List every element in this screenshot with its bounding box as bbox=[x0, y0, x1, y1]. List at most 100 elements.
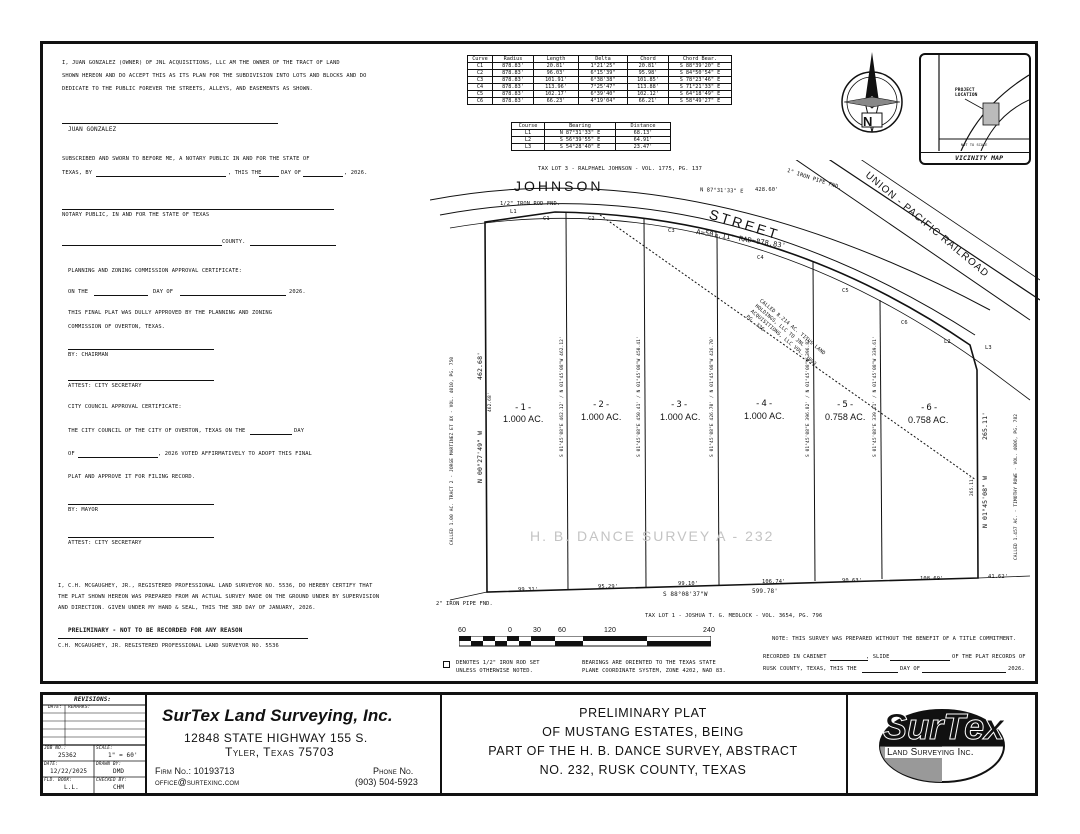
north-label: N bbox=[863, 114, 873, 129]
table-cell: 6°15'39" bbox=[578, 69, 628, 77]
table-cell: S 78°23'46" E bbox=[668, 76, 732, 84]
plat-drawing bbox=[430, 160, 1040, 601]
sworn-day-line bbox=[259, 176, 279, 177]
legend-text-2: UNLESS OTHERWISE NOTED. bbox=[456, 668, 533, 674]
phone-number[interactable]: (903) 504-5923 bbox=[355, 777, 418, 787]
vicinity-map: PROJECT LOCATION NOT TO SCALE VICINITY M… bbox=[919, 53, 1031, 165]
planning-title: PLANNING AND ZONING COMMISSION APPROVAL … bbox=[68, 268, 242, 274]
table-cell: 102.17' bbox=[533, 90, 579, 98]
table-cell: L3 bbox=[511, 143, 545, 151]
planning-day-of: DAY OF bbox=[153, 289, 174, 295]
table-cell: 6°39'40" bbox=[578, 90, 628, 98]
scale-label: 30 bbox=[533, 627, 541, 634]
curve-table-header-cell: Chord bbox=[627, 55, 669, 63]
mayor-signature-line bbox=[68, 504, 214, 505]
surveyor-line-2: THE PLAT SHOWN HEREON WAS PREPARED FROM … bbox=[58, 594, 380, 600]
plat-title-line-3: PART OF THE H. B. DANCE SURVEY, ABSTRACT bbox=[488, 744, 798, 758]
lot-2-number: -2- bbox=[592, 400, 612, 410]
vicinity-map-drawing bbox=[938, 55, 1029, 151]
table-cell: 23.47' bbox=[615, 143, 671, 151]
owner-line-1: I, JUAN GONZALEZ (OWNER) OF JNL ACQUISIT… bbox=[62, 60, 340, 66]
line-table-header-cell: Bearing bbox=[544, 122, 616, 130]
line-table-header-cell: Course bbox=[511, 122, 545, 130]
owner-signature-name: JUAN GONZALEZ bbox=[68, 126, 117, 133]
table-cell: 6°38'38" bbox=[578, 76, 628, 84]
checked-by-label: CHECKED BY: bbox=[96, 778, 127, 783]
council-line-3: PLAT AND APPROVE IT FOR FILING RECORD. bbox=[68, 474, 196, 480]
table-cell: 1°21'25" bbox=[578, 62, 628, 70]
slide-line bbox=[890, 660, 950, 661]
divider-label: S 01°45'08"E 426.70' / N 01°45'08"W 426.… bbox=[710, 336, 715, 457]
slide-label: , SLIDE bbox=[866, 654, 890, 660]
surveyor-signature: C.H. MCGAUGHEY, JR. REGISTERED PROFESSIO… bbox=[58, 643, 279, 649]
table-cell: 96.03' bbox=[533, 69, 579, 77]
company-email[interactable]: office@surtexinc.com bbox=[155, 777, 240, 787]
planning-attest-line bbox=[68, 380, 214, 381]
council-title: CITY COUNCIL APPROVAL CERTIFICATE: bbox=[68, 404, 182, 410]
table-cell: 20.81' bbox=[627, 62, 669, 70]
sworn-by-line bbox=[96, 176, 226, 177]
table-cell: L1 bbox=[511, 129, 545, 137]
surveyor-line-1: I, C.H. MCGAUGHEY, JR., REGISTERED PROFE… bbox=[58, 583, 373, 589]
plat-title-line-2: OF MUSTANG ESTATES, BEING bbox=[542, 725, 744, 739]
lot-6-number: -6- bbox=[920, 403, 940, 413]
curve-table-header-cell: Curve bbox=[467, 55, 493, 63]
date-value: 12/22/2025 bbox=[50, 768, 88, 775]
council-attest-label: ATTEST: CITY SECRETARY bbox=[68, 540, 142, 546]
planning-month-line bbox=[180, 295, 286, 296]
firm-number: Firm No.: 10193713 bbox=[155, 766, 235, 776]
drawn-by-value: DMD bbox=[113, 768, 125, 775]
county-line-a bbox=[62, 245, 222, 246]
table-cell: 878.83' bbox=[492, 69, 534, 77]
cabinet-line bbox=[830, 660, 868, 661]
legend-text: DENOTES 1/2" IRON ROD SET bbox=[456, 660, 540, 666]
drawn-by-label: DRAWN BY: bbox=[96, 762, 122, 767]
rusk-county-label: RUSK COUNTY, TEXAS, THIS THE bbox=[763, 666, 857, 672]
rec-day-of-label: DAY OF bbox=[900, 666, 921, 672]
lot-3-number: -3- bbox=[670, 400, 690, 410]
line-table-header-cell: Distance bbox=[615, 122, 671, 130]
scale-field-label: SCALE: bbox=[96, 746, 113, 751]
divider-label: S 01°45'08"E 396.82' / N 01°45'08"W 396.… bbox=[806, 336, 811, 457]
table-cell: 101.85' bbox=[627, 76, 669, 84]
owner-line-2: SHOWN HEREON AND DO ACCEPT THIS AS ITS P… bbox=[62, 73, 367, 79]
left-owner-label: CALLED 1.00 AC. TRACT 2 - JORGE MARTINEZ… bbox=[450, 356, 455, 545]
sworn-texas-by: TEXAS, BY bbox=[62, 170, 93, 176]
table-cell: 95.98' bbox=[627, 69, 669, 77]
council-of: OF bbox=[68, 451, 75, 457]
notary-label: NOTARY PUBLIC, IN AND FOR THE STATE OF T… bbox=[62, 212, 210, 218]
table-cell: C6 bbox=[467, 97, 493, 105]
table-cell: 7°25'47" bbox=[578, 83, 628, 91]
lot-4-number: -4- bbox=[755, 399, 775, 409]
right-bearing: N 01°45'08" W bbox=[981, 475, 989, 528]
county-label: COUNTY. bbox=[222, 239, 246, 245]
table-cell: 101.91' bbox=[533, 76, 579, 84]
divider-label: S 01°45'08"E 339.61' / N 01°45'08"W 339.… bbox=[873, 336, 878, 457]
title-block bbox=[40, 692, 1038, 796]
logo-sub-text: Land Surveying Inc. bbox=[885, 747, 976, 758]
table-cell: S 88°39'20" E bbox=[668, 62, 732, 70]
title-divider-1 bbox=[145, 692, 147, 796]
sworn-this-the: , THIS THE bbox=[228, 170, 262, 176]
bearings-note: BEARINGS ARE ORIENTED TO THE TEXAS STATE bbox=[582, 660, 716, 666]
table-cell: 64.91' bbox=[615, 136, 671, 144]
curve-table-header: Curve Radius Length Delta Chord Chord Be… bbox=[467, 55, 732, 63]
council-day-line bbox=[250, 434, 292, 435]
table-cell: 878.83' bbox=[492, 76, 534, 84]
planning-on-the: ON THE bbox=[68, 289, 89, 295]
table-cell: S 71°21'33" E bbox=[668, 83, 732, 91]
table-cell: C5 bbox=[467, 90, 493, 98]
bottom-segment: 90.63' bbox=[842, 578, 863, 584]
table-cell: N 87°31'33" E bbox=[544, 129, 616, 137]
line-label: L3 bbox=[985, 345, 992, 351]
table-cell: C4 bbox=[467, 83, 493, 91]
rev-date-label: DATE: bbox=[48, 705, 63, 710]
rec-month-line bbox=[922, 672, 1006, 673]
johnson-street-label-1: JOHNSON bbox=[514, 178, 604, 194]
